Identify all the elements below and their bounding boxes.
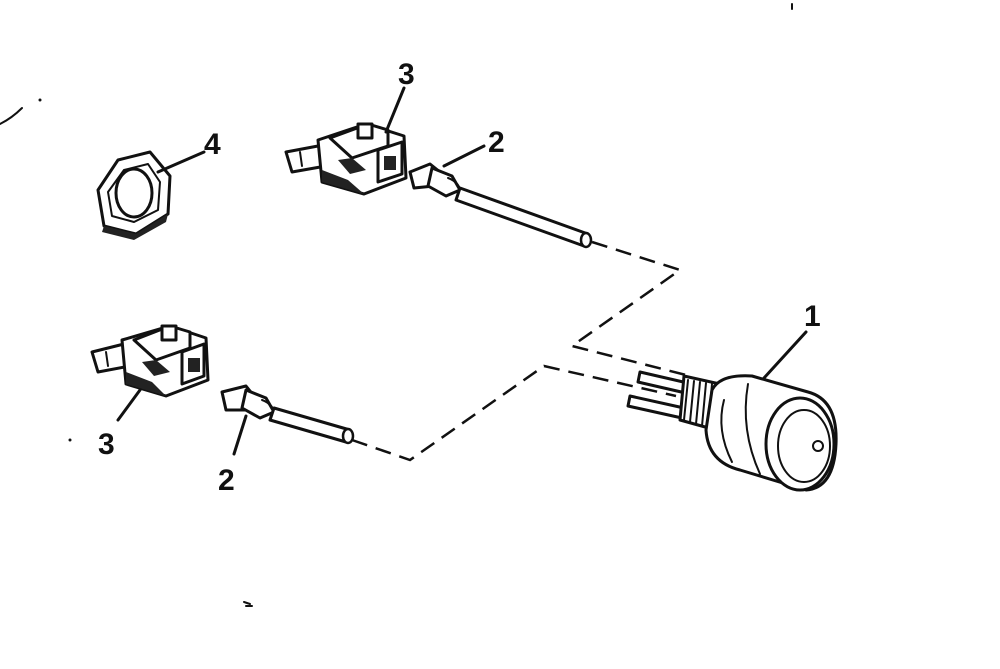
callout-switch: 1	[804, 300, 821, 333]
leader-switch	[762, 330, 808, 380]
hex-nut	[96, 150, 172, 240]
switch-body	[626, 370, 838, 492]
callout-terminal-upper: 2	[488, 126, 505, 159]
stray-dot	[68, 438, 72, 442]
connector-lower	[90, 324, 210, 398]
callout-nut: 4	[204, 128, 221, 161]
wire-path-lower	[351, 364, 677, 462]
leader-terminal-upper	[442, 144, 486, 168]
stray-mark	[0, 107, 23, 125]
stray-dot	[38, 98, 42, 102]
terminal-lower	[220, 384, 355, 445]
leader-connector-upper	[384, 86, 406, 134]
leader-nut	[156, 150, 206, 174]
callout-terminal-lower: 2	[218, 464, 235, 497]
stray-mark	[243, 601, 253, 607]
terminal-upper	[408, 162, 593, 249]
callout-connector-upper: 3	[398, 58, 415, 91]
wire-path-upper	[569, 240, 691, 378]
leader-terminal-lower	[232, 414, 248, 456]
connector-upper	[284, 122, 408, 196]
leader-connector-lower	[116, 388, 142, 422]
callout-connector-lower: 3	[98, 428, 115, 461]
